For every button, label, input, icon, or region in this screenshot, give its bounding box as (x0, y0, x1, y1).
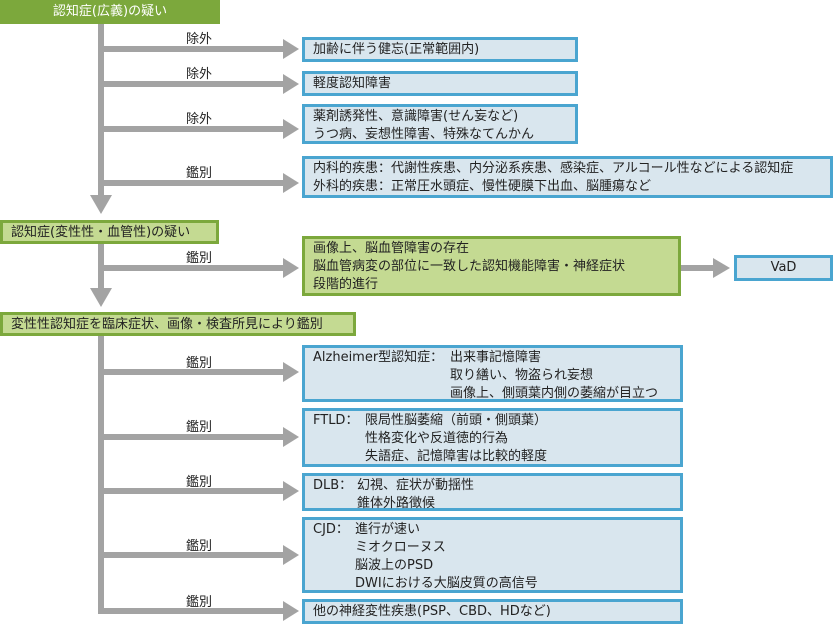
box-text: 薬剤誘発性、意識障害(せん妄など) (313, 109, 519, 124)
branch-label: 鑑別 (186, 166, 213, 181)
box-text: 軽度認知障害 (313, 76, 392, 91)
branch-label: 鑑別 (186, 539, 213, 554)
box-text: 加齢に伴う健忘(正常範囲内) (313, 42, 480, 57)
box-text: 失語症、記憶障害は比較的軽度 (365, 449, 548, 464)
box-text: 性格変化や反道徳的行為 (365, 431, 509, 446)
cjd-box: CJD： 進行が速い ミオクローヌス 脳波上のPSD DWIにおける大脳皮質の高… (302, 517, 683, 593)
down-arrowhead (90, 288, 112, 307)
vascular-criteria-box: 画像上、脳血管障害の存在 脳血管病変の部位に一致した認知機能障害・神経症状 段階… (302, 236, 681, 296)
box-text: 他の神経変性疾患(PSP、CBD、HDなど) (313, 604, 551, 619)
step3-title-box: 変性性認知症を臨床症状、画像・検査所見により鑑別 (0, 312, 356, 336)
disease-name: Alzheimer型認知症： (313, 350, 444, 365)
box-text: 幻視、症状が動揺性 (357, 478, 475, 493)
box-text: 取り繕い、物盗られ妄想 (450, 368, 594, 383)
down-arrowhead (90, 195, 112, 214)
disease-name: CJD： (313, 522, 349, 537)
ftld-box: FTLD： 限局性脳萎縮（前頭・側頭葉） 性格変化や反道徳的行為 失語症、記憶障… (302, 408, 683, 467)
step2-title-box: 認知症(変性性・血管性)の疑い (0, 220, 219, 244)
exclusion-box-drug-psychiatric: 薬剤誘発性、意識障害(せん妄など) うつ病、妄想性障害、特殊なてんかん (302, 104, 578, 144)
box-text: 内科的疾患：代謝性疾患、内分泌系疾患、感染症、アルコール性などによる認知症 (313, 161, 794, 176)
box-text: 外科的疾患：正常圧水頭症、慢性硬膜下出血、脳腫瘍など (313, 179, 652, 194)
branch-label: 鑑別 (186, 595, 213, 610)
box-text: 脳血管病変の部位に一致した認知機能障害・神経症状 (313, 259, 626, 274)
box-text: 限局性脳萎縮（前頭・側頭葉） (365, 413, 548, 428)
branch-label: 除外 (186, 112, 213, 127)
box-text: うつ病、妄想性障害、特殊なてんかん (313, 127, 535, 142)
box-text: 画像上、側頭葉内側の萎縮が目立つ (450, 386, 659, 401)
differential-box-medical-surgical: 内科的疾患：代謝性疾患、内分泌系疾患、感染症、アルコール性などによる認知症 外科… (302, 156, 833, 198)
branch-label: 除外 (186, 32, 213, 47)
disease-name: FTLD： (313, 413, 359, 428)
box-text: 画像上、脳血管障害の存在 (313, 241, 470, 256)
box-text: 進行が速い (355, 522, 421, 537)
other-neurodegenerative-box: 他の神経変性疾患(PSP、CBD、HDなど) (302, 599, 683, 624)
box-text: 出来事記憶障害 (450, 350, 542, 365)
branch-label: 鑑別 (186, 420, 213, 435)
box-text: 錐体外路徴候 (357, 496, 436, 511)
disease-name: DLB： (313, 478, 353, 493)
alzheimer-box: Alzheimer型認知症： 出来事記憶障害 取り繕い、物盗られ妄想 画像上、側… (302, 345, 683, 402)
box-text: 段階的進行 (313, 277, 379, 292)
vad-result-box: VaD (734, 255, 833, 281)
box-text: DWIにおける大脳皮質の高信号 (355, 576, 538, 591)
dlb-box: DLB： 幻視、症状が動揺性 錐体外路徴候 (302, 473, 683, 511)
exclusion-box-mci: 軽度認知障害 (302, 71, 578, 96)
box-text: 脳波上のPSD (355, 558, 434, 573)
branch-label: 鑑別 (186, 356, 213, 371)
header-suspected-dementia: 認知症(広義)の疑い (0, 0, 220, 24)
branch-label: 鑑別 (186, 251, 213, 266)
branch-label: 鑑別 (186, 475, 213, 490)
exclusion-box-normal-aging: 加齢に伴う健忘(正常範囲内) (302, 37, 578, 62)
box-text: ミオクローヌス (355, 540, 446, 555)
branch-label: 除外 (186, 67, 213, 82)
